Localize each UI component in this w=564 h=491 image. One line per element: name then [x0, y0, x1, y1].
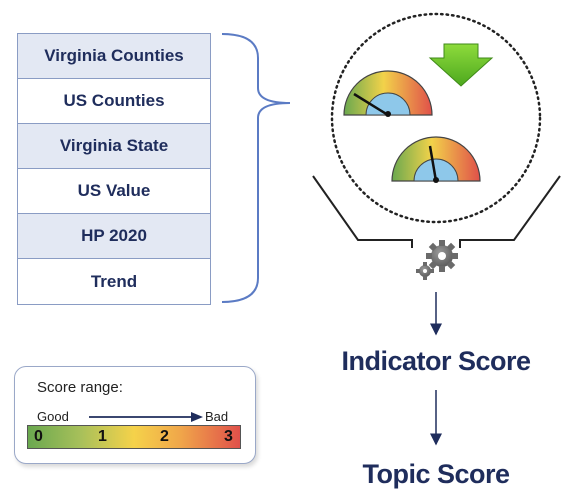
- comparison-table: Virginia Counties US Counties Virginia S…: [17, 33, 211, 305]
- legend-bad-label: Bad: [205, 409, 229, 424]
- topic-score-label: Topic Score: [362, 459, 510, 489]
- funnel: [312, 175, 561, 248]
- bracket: [221, 33, 291, 303]
- gauge-right-icon: [391, 136, 481, 183]
- gear-icon: [416, 240, 458, 280]
- indicator-score-label: Indicator Score: [341, 346, 531, 376]
- comparison-row-us-value: US Value: [18, 169, 210, 214]
- down-arrow-icon: [428, 43, 494, 87]
- comparison-row-virginia-state: Virginia State: [18, 124, 210, 169]
- dotted-circle: [330, 12, 542, 224]
- comparison-row-trend: Trend: [90, 271, 138, 291]
- gauge-left-icon: [343, 70, 433, 117]
- good-to-bad-arrow: [89, 412, 203, 422]
- comparison-row-virginia-counties: Virginia Counties: [18, 34, 210, 79]
- comparison-row-hp-2020: HP 2020: [18, 214, 210, 259]
- legend-value-2: 2: [160, 428, 169, 445]
- legend-good-label: Good: [37, 409, 69, 424]
- legend-value-1: 1: [98, 428, 107, 445]
- score-range-legend: Score range: Good Bad 0 1 2 3: [14, 366, 256, 464]
- legend-title: Score range:: [37, 379, 123, 396]
- legend-value-3: 3: [224, 428, 233, 445]
- score-gradient-bar: 0 1 2 3: [27, 425, 241, 449]
- comparison-row-us-counties: US Counties: [18, 79, 210, 124]
- legend-value-0: 0: [34, 428, 43, 445]
